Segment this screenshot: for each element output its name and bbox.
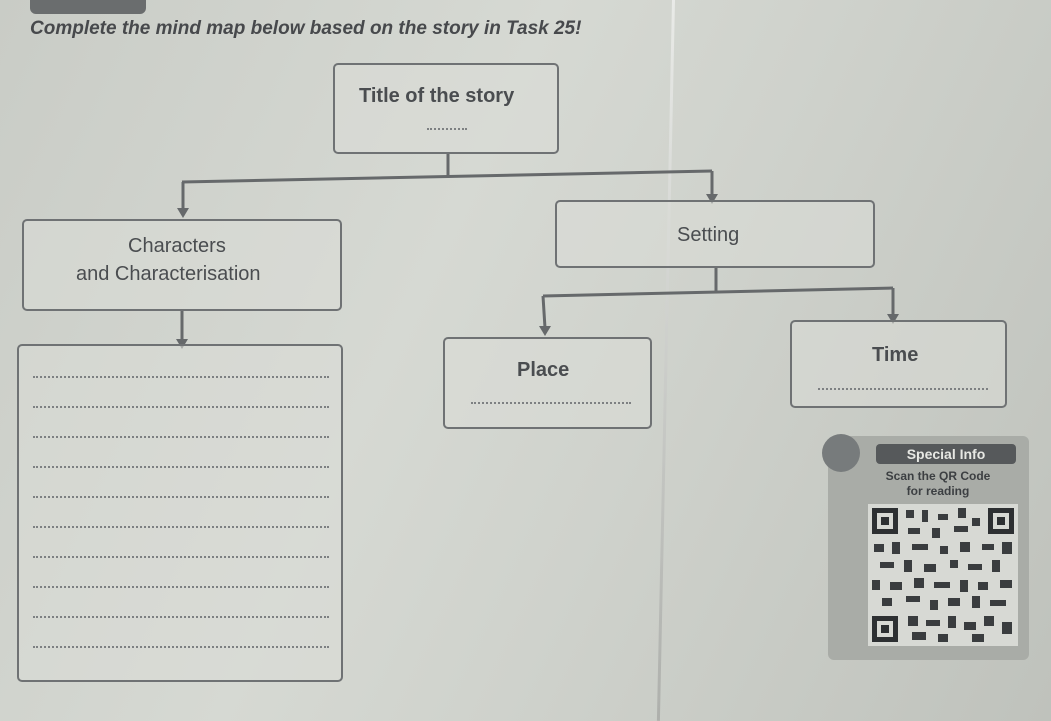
- time-box-label: Time: [872, 344, 919, 366]
- answer-line[interactable]: [33, 586, 329, 588]
- answer-line[interactable]: [33, 556, 329, 558]
- qr-code-pattern: [872, 508, 1014, 642]
- answer-line[interactable]: [33, 526, 329, 528]
- paper-fold: [656, 0, 675, 721]
- setting-box-label: Setting: [677, 224, 740, 246]
- characters-box-line2: and Characterisation: [76, 263, 261, 285]
- qr-code-image[interactable]: [868, 504, 1018, 646]
- time-box: Time: [790, 320, 1007, 408]
- characters-answer-box: [17, 344, 343, 682]
- header-tab: [30, 0, 146, 14]
- arrow-place: [539, 326, 551, 336]
- instruction-text: Complete the mind map below based on the…: [30, 18, 582, 39]
- characters-box-line1: Characters: [128, 235, 226, 257]
- time-answer-line[interactable]: [818, 388, 988, 390]
- answer-line[interactable]: [33, 436, 329, 438]
- lightbulb-icon: [822, 434, 860, 472]
- scan-line1: Scan the QR Code: [885, 469, 991, 483]
- answer-line[interactable]: [33, 466, 329, 468]
- answer-line[interactable]: [33, 616, 329, 618]
- special-info-panel: Special Info Scan the QR Code for readin…: [822, 434, 1029, 660]
- special-info-heading: Special Info: [876, 444, 1016, 464]
- answer-line[interactable]: [33, 646, 329, 648]
- scan-instruction: Scan the QR Code for reading: [858, 469, 1018, 499]
- arrow-characters: [177, 208, 189, 218]
- answer-line[interactable]: [33, 406, 329, 408]
- place-answer-line[interactable]: [471, 402, 631, 404]
- title-answer-line[interactable]: [427, 128, 467, 130]
- answer-line[interactable]: [33, 376, 329, 378]
- title-box-label: Title of the story: [359, 85, 515, 107]
- place-box-label: Place: [517, 359, 570, 381]
- characters-box: Characters and Characterisation: [22, 219, 342, 311]
- answer-line[interactable]: [33, 496, 329, 498]
- place-box: Place: [443, 337, 652, 429]
- title-box: Title of the story: [333, 63, 559, 154]
- scan-line2: for reading: [906, 484, 970, 498]
- setting-box: Setting: [555, 200, 875, 268]
